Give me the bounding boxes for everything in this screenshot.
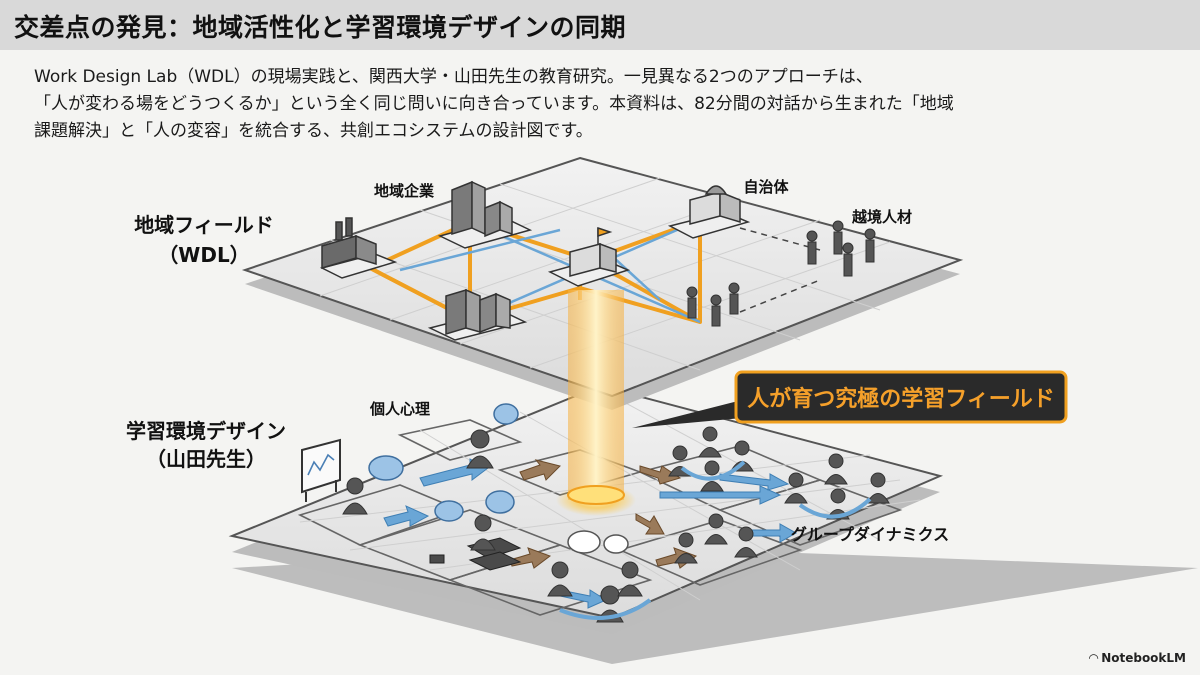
- label-group-dynamics: グループダイナミクス: [791, 525, 949, 544]
- label-psychology: 個人心理: [369, 400, 430, 418]
- central-pillar: [556, 290, 636, 516]
- top-layer-title-2: （WDL）: [158, 243, 249, 267]
- intro-text: Work Design Lab（WDL）の現場実践と、関西大学・山田先生の教育研…: [34, 64, 1174, 145]
- page-title: 交差点の発見：地域活性化と学習環境デザインの同期: [14, 13, 627, 42]
- intro-line-1: Work Design Lab（WDL）の現場実践と、関西大学・山田先生の教育研…: [34, 67, 873, 87]
- intro-line-3: 課題解決」と「人の変容」を統合する、共創エコシステムの設計図です。: [34, 121, 593, 141]
- layered-diagram: 人が育つ究極の学習フィールド 地域フィールド （WDL） 地域企業 自治体 越境…: [126, 156, 1198, 664]
- label-talent: 越境人材: [851, 208, 912, 226]
- callout-text: 人が育つ究極の学習フィールド: [747, 386, 1055, 412]
- brand-name: NotebookLM: [1101, 651, 1186, 665]
- intro-line-2: 「人が変わる場をどうつくるか」という全く同じ問いに向き合っています。本資料は、8…: [34, 94, 954, 114]
- callout: 人が育つ究極の学習フィールド: [632, 370, 1068, 428]
- bottom-layer-title-2: （山田先生）: [146, 447, 266, 471]
- top-layer-title-1: 地域フィールド: [134, 213, 274, 237]
- bottom-plate: [228, 384, 1198, 664]
- label-companies: 地域企業: [374, 182, 435, 200]
- brand-watermark: ◠NotebookLM: [1089, 651, 1186, 665]
- label-municipality: 自治体: [743, 178, 789, 196]
- title-bar: 交差点の発見：地域活性化と学習環境デザインの同期: [0, 0, 1200, 50]
- notebooklm-logo-icon: ◠: [1088, 651, 1099, 665]
- bottom-layer-title-1: 学習環境デザイン: [126, 419, 286, 443]
